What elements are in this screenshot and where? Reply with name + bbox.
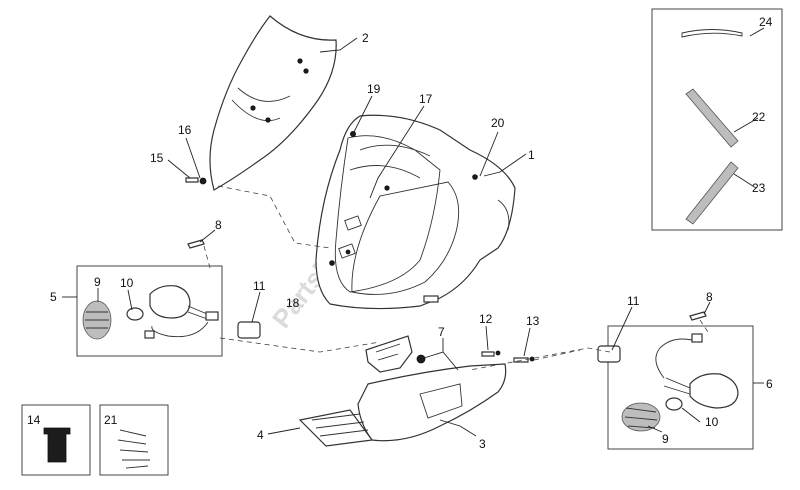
label-20: 20	[491, 116, 505, 130]
part-21-box	[99, 404, 169, 476]
label-8-left: 8	[215, 218, 222, 232]
part-17-inner-panel	[334, 135, 441, 293]
kit-box	[651, 8, 783, 231]
label-9-right: 9	[662, 432, 669, 446]
leader-lines	[62, 27, 765, 437]
label-4: 4	[257, 428, 264, 442]
label-10-right: 10	[705, 415, 719, 429]
label-19: 19	[367, 82, 381, 96]
part-1-front-fairing	[315, 114, 516, 310]
part-24-strip	[681, 29, 743, 38]
part-2-windscreen	[209, 15, 337, 191]
part-8-right-screw	[689, 311, 707, 321]
label-12: 12	[479, 312, 493, 326]
part-22-decal	[685, 88, 739, 148]
right-indicator-box	[607, 325, 754, 450]
part-15-screw	[185, 177, 199, 183]
label-6: 6	[766, 377, 773, 391]
part-13-screw	[513, 357, 529, 363]
part-16-washer	[199, 177, 207, 185]
label-5: 5	[50, 290, 57, 304]
part-11-right-grommet	[597, 345, 621, 363]
part-21-clips	[117, 429, 150, 469]
part-14-rubber-plug	[43, 427, 71, 463]
part-23-decal	[685, 161, 739, 225]
label-21: 21	[104, 413, 118, 427]
left-indicator-housing	[149, 285, 191, 319]
label-11-left: 11	[253, 279, 266, 293]
right-indicator-housing	[689, 373, 739, 409]
label-16: 16	[178, 123, 192, 137]
label-17: 17	[419, 92, 433, 106]
label-22: 22	[752, 110, 766, 124]
lower-bracket	[365, 335, 413, 373]
left-indicator-box	[76, 265, 223, 357]
part-9-lens-right	[621, 402, 661, 432]
part-10-bulb-left	[126, 307, 144, 321]
label-1: 1	[528, 148, 535, 162]
label-15: 15	[150, 151, 164, 165]
part-19-marker	[349, 130, 356, 137]
label-2: 2	[362, 31, 369, 45]
headlight-opening	[351, 181, 460, 295]
part-12-screw	[481, 351, 495, 357]
label-18: 18	[286, 296, 300, 310]
label-23: 23	[752, 181, 766, 195]
part-10-bulb-right	[665, 397, 683, 411]
label-9-left: 9	[94, 275, 101, 289]
label-10-left: 10	[120, 276, 134, 290]
part-7-nut	[416, 354, 426, 364]
label-7: 7	[438, 325, 445, 339]
label-3: 3	[479, 437, 486, 451]
part-11-left-grommet	[237, 321, 261, 339]
part-14-box	[21, 404, 91, 476]
part-3-lower-fairing	[357, 363, 507, 442]
label-14: 14	[27, 413, 41, 427]
label-13: 13	[526, 314, 540, 328]
label-24: 24	[759, 15, 773, 29]
label-8-right: 8	[706, 290, 713, 304]
label-11-right: 11	[627, 294, 640, 308]
